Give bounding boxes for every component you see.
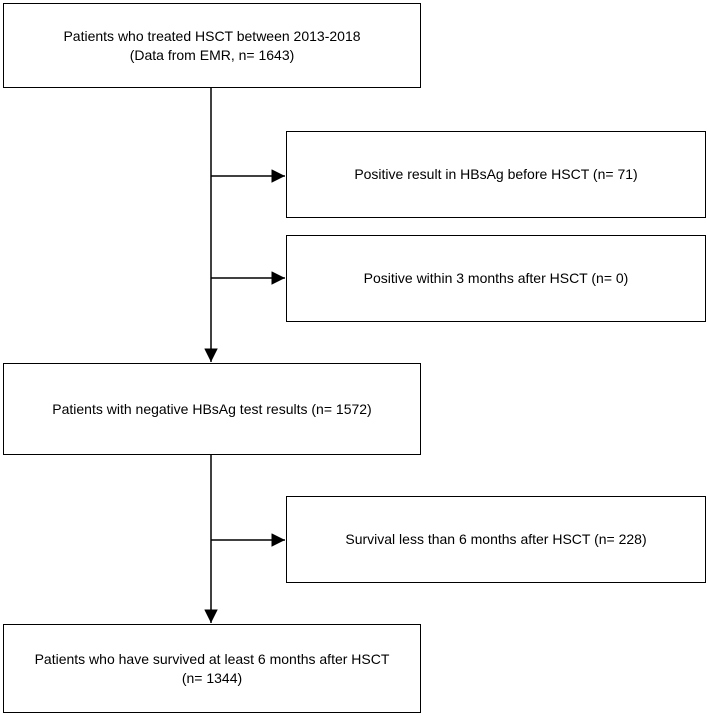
box-exclusion-hbsag-before: Positive result in HBsAg before HSCT (n=… — [286, 131, 706, 218]
box-exclusion-within-3-months-text: Positive within 3 months after HSCT (n= … — [363, 270, 629, 287]
box-final: Patients who have survived at least 6 mo… — [3, 624, 421, 713]
box-exclusion-within-3-months: Positive within 3 months after HSCT (n= … — [286, 235, 706, 322]
box-exclusion-survival: Survival less than 6 months after HSCT (… — [286, 496, 706, 583]
box-exclusion-survival-text: Survival less than 6 months after HSCT (… — [345, 531, 647, 548]
box-start-line2: (Data from EMR, n= 1643) — [129, 46, 295, 63]
box-final-line2: (n= 1344) — [181, 669, 243, 686]
box-negative-hbsag-text: Patients with negative HBsAg test result… — [52, 400, 372, 417]
box-exclusion-hbsag-before-text: Positive result in HBsAg before HSCT (n=… — [354, 166, 638, 183]
box-start: Patients who treated HSCT between 2013-2… — [3, 3, 421, 88]
box-start-line1: Patients who treated HSCT between 2013-2… — [63, 27, 361, 44]
box-negative-hbsag: Patients with negative HBsAg test result… — [3, 363, 421, 455]
box-final-line1: Patients who have survived at least 6 mo… — [34, 650, 390, 667]
